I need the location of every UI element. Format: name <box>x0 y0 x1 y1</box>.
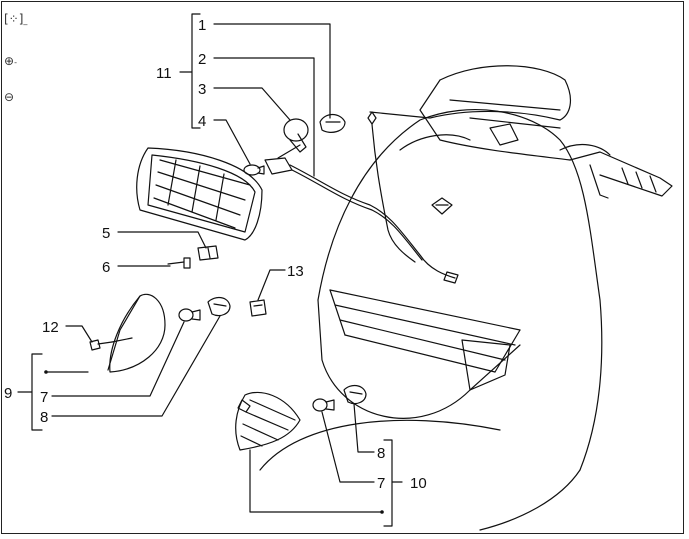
handlebar-drawing <box>369 65 673 199</box>
callout-6[interactable]: 6 <box>102 259 110 276</box>
callout-10[interactable]: 10 <box>410 475 427 492</box>
zoom-out-glyph: ⊖ <box>4 90 15 104</box>
fit-to-page-icon[interactable]: [⁘]_ <box>4 12 28 26</box>
callout-numbers: 1 2 3 4 11 5 6 13 12 9 7 8 8 7 10 <box>4 17 427 492</box>
bulb-small-drawing <box>243 164 265 176</box>
leader-lines <box>17 13 403 527</box>
callout-2[interactable]: 2 <box>198 51 206 68</box>
left-socket-drawing <box>207 296 231 317</box>
callout-9[interactable]: 9 <box>4 385 12 402</box>
callout-3[interactable]: 3 <box>198 81 206 98</box>
callout-11[interactable]: 11 <box>156 65 172 82</box>
screw-12-drawing <box>89 339 113 351</box>
right-socket-drawing <box>343 384 367 405</box>
callout-13[interactable]: 13 <box>287 263 304 280</box>
right-indicator-drawing <box>235 391 301 451</box>
left-bulb-drawing <box>178 308 201 322</box>
bulb-large-drawing <box>283 118 309 153</box>
right-bulb-drawing <box>312 398 335 412</box>
callout-1[interactable]: 1 <box>198 17 206 34</box>
callout-7-right[interactable]: 7 <box>377 475 385 492</box>
callout-5[interactable]: 5 <box>102 225 110 242</box>
clip-drawing <box>249 299 267 317</box>
front-shield-drawing <box>259 109 603 531</box>
zoom-in-icon[interactable]: ⊕- <box>4 54 17 68</box>
left-indicator-drawing <box>107 293 166 373</box>
fit-to-page-glyph: [⁘] <box>4 12 24 26</box>
callout-4[interactable]: 4 <box>198 113 206 130</box>
headlamp-drawing <box>136 147 263 241</box>
bracket-drawing <box>197 245 219 261</box>
callout-8-left[interactable]: 8 <box>40 409 48 426</box>
callout-12[interactable]: 12 <box>42 319 59 336</box>
bulb-socket-drawing <box>319 113 346 133</box>
wiring-harness-drawing <box>289 111 459 284</box>
callout-8-right[interactable]: 8 <box>377 445 385 462</box>
callout-7-left[interactable]: 7 <box>40 389 48 406</box>
leader-dots <box>44 370 384 514</box>
screw-drawing <box>167 257 191 269</box>
socket-cable-drawing <box>264 144 301 175</box>
zoom-out-icon[interactable]: ⊖ <box>4 90 30 110</box>
zoom-in-glyph: ⊕ <box>4 54 15 68</box>
